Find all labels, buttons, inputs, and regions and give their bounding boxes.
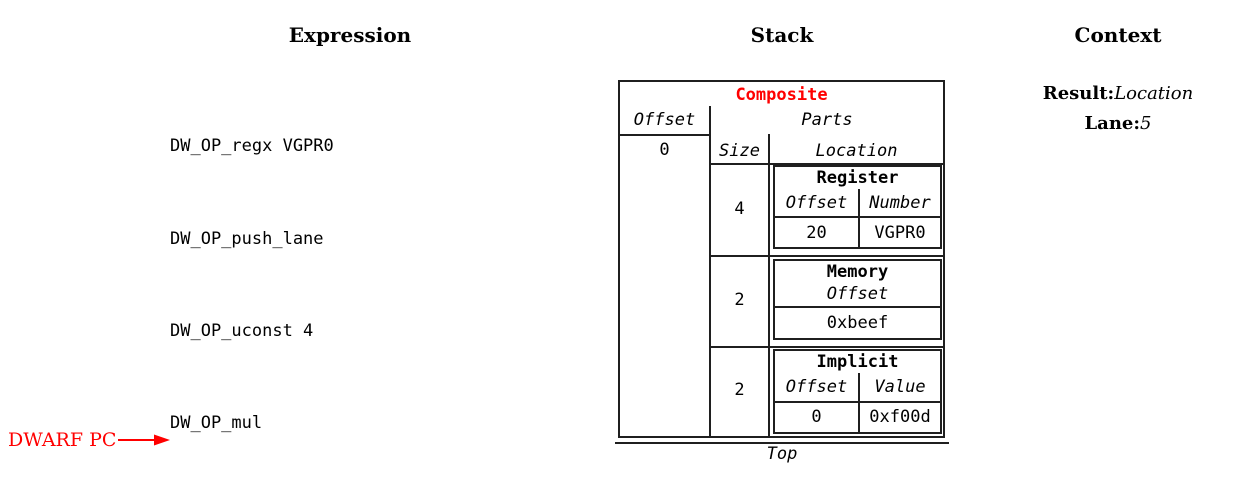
table-line xyxy=(711,163,943,165)
lane-value: 5 xyxy=(1140,112,1152,134)
register-fields: Offset Number 20 VGPR0 xyxy=(775,189,940,247)
implicit-value-header: Value xyxy=(858,373,940,403)
table-line xyxy=(711,346,943,348)
result-label: Result: xyxy=(1042,83,1115,104)
size-column-header: Size xyxy=(719,141,760,161)
implicit-offset-header: Offset xyxy=(775,373,858,403)
implicit-offset-value: 0 xyxy=(811,407,822,428)
implicit-location-box: Implicit Offset Value 0 0xf00d xyxy=(773,349,942,434)
memory-offset-value: 0xbeef xyxy=(826,313,889,333)
arrow-right-icon xyxy=(118,434,171,446)
composite-title: Composite xyxy=(735,85,828,105)
memory-offset-header: Offset xyxy=(775,283,940,308)
dwarf-pc-label: DWARF PC xyxy=(8,429,117,451)
location-type-label: Register xyxy=(816,168,899,188)
location-column-header: Location xyxy=(815,141,898,161)
parts-column-header: Parts xyxy=(801,110,853,130)
expression-instruction: DW_OP_uconst 4 xyxy=(170,320,314,341)
context-lane-row: Lane:5 xyxy=(1018,109,1218,139)
expression-instruction: DW_OP_regx VGPR0 xyxy=(170,136,334,157)
register-number-header: Number xyxy=(858,189,940,218)
stack-top-line xyxy=(615,442,949,444)
expression-heading: Expression xyxy=(288,23,412,47)
context-panel: Result:Location Lane:5 xyxy=(1018,79,1218,138)
offset-column-header: Offset xyxy=(633,110,696,130)
table-divider xyxy=(768,134,770,436)
stack-entry-table: Composite Offset 0 Parts Size Location 4… xyxy=(618,80,945,438)
context-result-row: Result:Location xyxy=(1018,79,1218,109)
result-value: Location xyxy=(1114,83,1194,104)
part-size: 2 xyxy=(734,290,745,310)
table-line xyxy=(620,134,711,136)
location-type-label: Memory xyxy=(826,262,889,282)
register-number-value: VGPR0 xyxy=(858,218,940,247)
offset-value: 0 xyxy=(659,140,670,160)
register-offset-value: 20 xyxy=(806,222,827,243)
expression-instruction: DW_OP_push_lane xyxy=(170,228,324,249)
expression-instruction: DW_OP_mul xyxy=(170,412,263,433)
part-size: 2 xyxy=(734,380,745,400)
part-size: 4 xyxy=(734,199,745,219)
implicit-fields: Offset Value 0 0xf00d xyxy=(775,373,940,432)
expression-list: DW_OP_regx VGPR0 DW_OP_push_lane DW_OP_u… xyxy=(170,70,364,500)
table-divider xyxy=(709,106,711,436)
register-location-box: Register Offset Number 20 VGPR0 xyxy=(773,165,942,249)
stack-top-label: Top xyxy=(766,444,798,464)
stack-heading: Stack xyxy=(750,23,814,47)
table-line xyxy=(711,255,943,257)
location-type-label: Implicit xyxy=(816,352,899,372)
dwarf-pc-pointer: DWARF PC xyxy=(8,429,171,451)
implicit-value-value: 0xf00d xyxy=(858,402,940,432)
context-heading: Context xyxy=(1074,23,1162,47)
lane-label: Lane: xyxy=(1084,112,1141,134)
memory-location-box: Memory Offset 0xbeef xyxy=(773,259,942,340)
register-offset-header: Offset xyxy=(775,189,858,218)
